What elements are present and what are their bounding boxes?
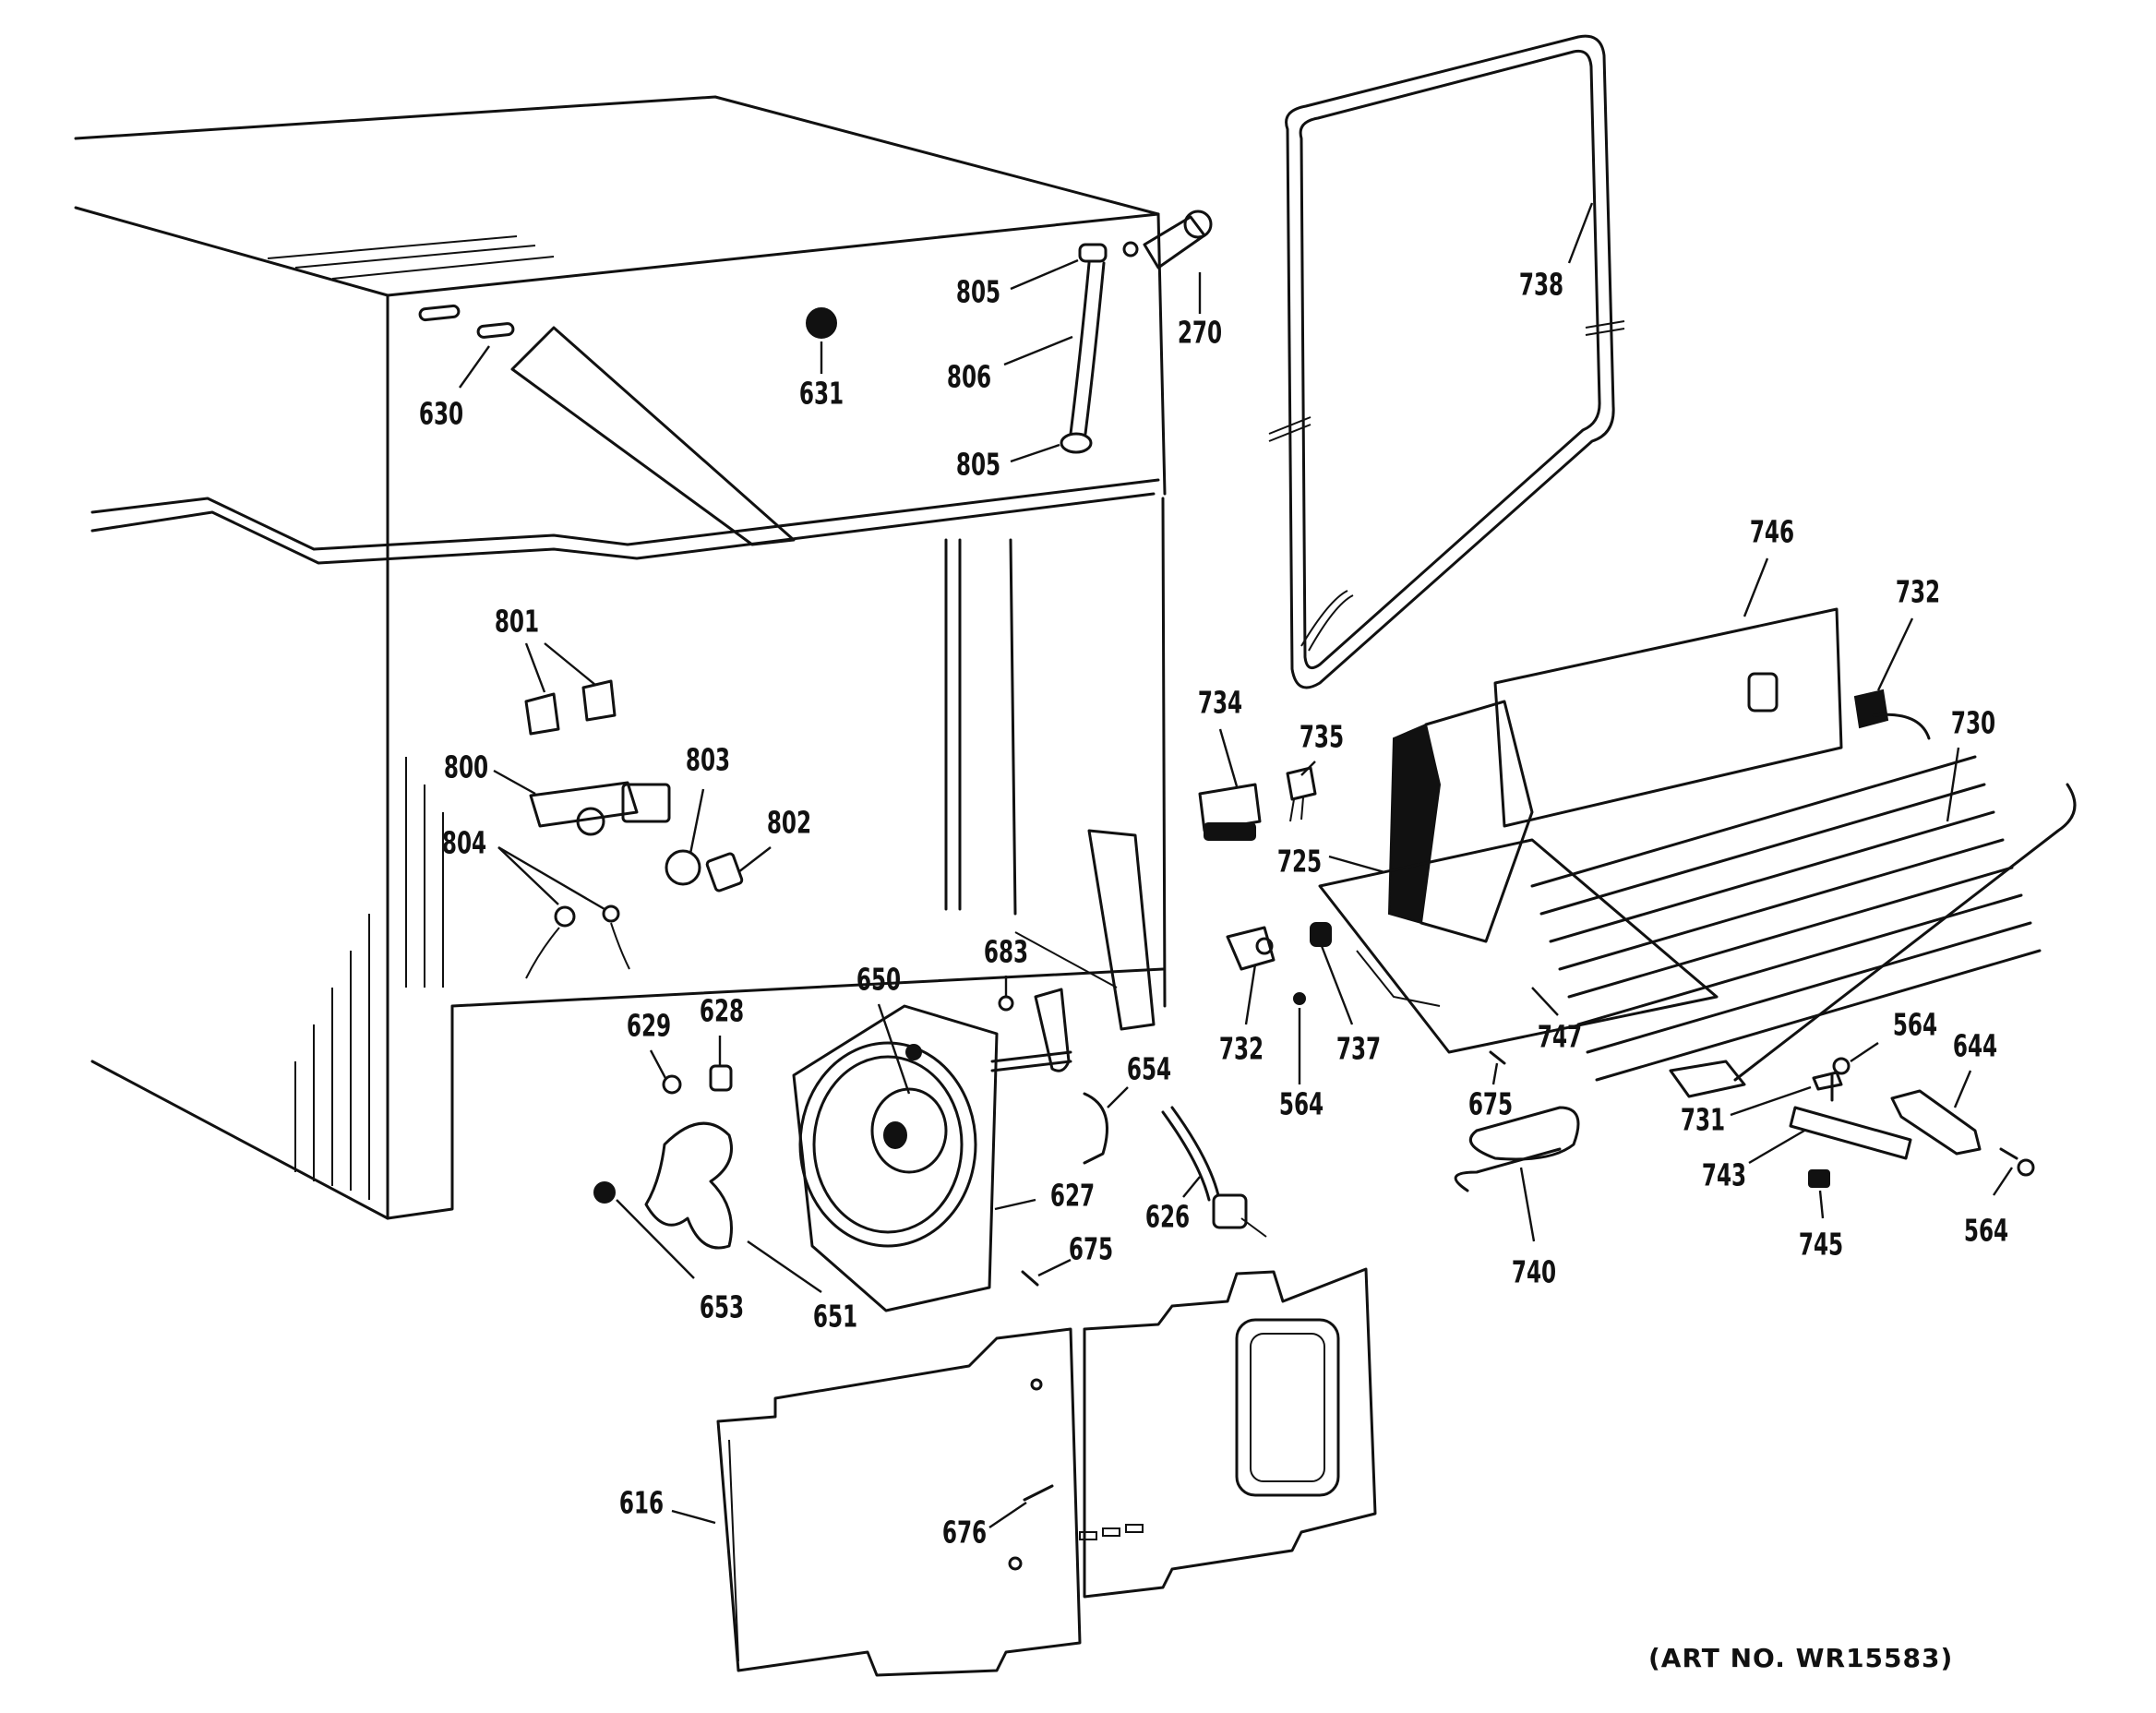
mounting-small-parts	[1789, 1057, 2035, 1188]
art-number-label: (ART NO. WR15583)	[1648, 1643, 1954, 1673]
svg-text:738: 738	[1519, 267, 1563, 302]
svg-text:629: 629	[627, 1008, 671, 1043]
callout-802: 802	[737, 805, 811, 873]
callout-805-bottom: 805	[956, 443, 1060, 482]
callout-738: 738	[1519, 202, 1594, 302]
svg-text:734: 734	[1198, 685, 1242, 720]
compressor-condenser-assembly	[1318, 607, 2077, 1098]
callout-732-bottom: 732	[1219, 964, 1264, 1066]
svg-text:737: 737	[1336, 1031, 1381, 1066]
svg-text:806: 806	[947, 359, 991, 394]
callout-626: 626	[1145, 1176, 1201, 1234]
callout-627: 627	[994, 1178, 1095, 1213]
svg-text:735: 735	[1300, 719, 1344, 754]
svg-text:675: 675	[1468, 1086, 1513, 1121]
svg-text:740: 740	[1512, 1254, 1556, 1289]
refrigerator-cabinet	[74, 95, 1167, 1220]
callout-735: 735	[1300, 719, 1344, 776]
callout-746: 746	[1743, 514, 1794, 617]
svg-text:732: 732	[1219, 1031, 1264, 1066]
svg-text:725: 725	[1277, 844, 1322, 879]
callout-564-right-bottom: 564	[1964, 1167, 2013, 1248]
svg-text:732: 732	[1896, 574, 1940, 609]
access-panels	[716, 1267, 1377, 1677]
callout-725: 725	[1277, 844, 1385, 879]
svg-text:628: 628	[700, 993, 744, 1028]
callout-564-right-top: 564	[1850, 1007, 1937, 1062]
svg-text:747: 747	[1538, 1019, 1582, 1054]
callout-654: 654	[1107, 1051, 1171, 1108]
callout-650: 650	[856, 962, 911, 1095]
svg-text:644: 644	[1953, 1028, 1997, 1063]
svg-text:626: 626	[1145, 1199, 1190, 1234]
callout-747: 747	[1531, 987, 1582, 1054]
svg-text:730: 730	[1951, 705, 1995, 740]
svg-text:746: 746	[1750, 514, 1794, 549]
relay-overload-parts	[1198, 766, 1332, 1005]
callout-732-top: 732	[1876, 574, 1940, 691]
callout-800: 800	[444, 749, 536, 796]
svg-text:800: 800	[444, 749, 488, 785]
svg-text:651: 651	[813, 1299, 857, 1334]
svg-text:653: 653	[700, 1289, 744, 1324]
svg-text:564: 564	[1279, 1086, 1324, 1121]
callout-803: 803	[686, 742, 730, 855]
svg-text:627: 627	[1050, 1178, 1095, 1213]
callout-644: 644	[1953, 1028, 1997, 1108]
callout-675-center: 675	[1037, 1231, 1113, 1277]
condenser-coil	[1530, 755, 2077, 1082]
svg-text:731: 731	[1681, 1102, 1725, 1137]
svg-text:804: 804	[442, 825, 486, 860]
svg-text:743: 743	[1702, 1157, 1746, 1192]
callout-676: 676	[942, 1502, 1027, 1550]
callout-631: 631	[799, 341, 844, 411]
callout-801: 801	[495, 604, 596, 693]
callout-805-top: 805	[956, 258, 1079, 309]
callout-734: 734	[1198, 685, 1242, 787]
svg-text:803: 803	[686, 742, 730, 777]
callout-630: 630	[419, 345, 490, 431]
svg-text:683: 683	[984, 934, 1028, 969]
callout-628: 628	[700, 993, 744, 1066]
hinge-tube-parts	[1060, 210, 1213, 454]
callout-270: 270	[1178, 272, 1222, 350]
callout-683: 683	[984, 934, 1028, 997]
callout-730: 730	[1946, 705, 1995, 822]
callout-labels: 630 631 805 806 805 270 738 801 800 803 …	[419, 202, 2013, 1550]
svg-text:564: 564	[1964, 1213, 2008, 1248]
callout-653: 653	[616, 1199, 744, 1324]
svg-text:676: 676	[942, 1515, 987, 1550]
svg-text:801: 801	[495, 604, 539, 639]
svg-text:564: 564	[1893, 1007, 1937, 1042]
callout-564-center: 564	[1279, 1008, 1324, 1121]
callout-804: 804	[442, 825, 605, 911]
svg-text:616: 616	[619, 1485, 664, 1520]
callout-740: 740	[1512, 1167, 1556, 1289]
svg-text:805: 805	[956, 274, 1000, 309]
callout-616: 616	[619, 1485, 716, 1525]
control-small-parts	[524, 679, 744, 979]
svg-text:675: 675	[1069, 1231, 1113, 1266]
door-gasket	[1268, 34, 1625, 689]
svg-text:745: 745	[1799, 1227, 1843, 1262]
svg-text:631: 631	[799, 376, 844, 411]
callout-745: 745	[1799, 1190, 1843, 1262]
svg-text:630: 630	[419, 396, 463, 431]
svg-text:805: 805	[956, 447, 1000, 482]
svg-text:270: 270	[1178, 315, 1222, 350]
mounting-clip	[1454, 1106, 1580, 1192]
callout-743: 743	[1702, 1129, 1805, 1192]
callout-629: 629	[627, 1008, 671, 1081]
fan-motor-assembly	[593, 988, 1506, 1312]
callout-806: 806	[947, 335, 1073, 394]
callout-737: 737	[1320, 945, 1381, 1066]
svg-text:650: 650	[856, 962, 901, 997]
svg-text:654: 654	[1127, 1051, 1171, 1086]
callout-675-right: 675	[1468, 1062, 1513, 1121]
callout-731: 731	[1681, 1085, 1812, 1137]
svg-text:802: 802	[767, 805, 811, 840]
callout-651: 651	[747, 1240, 857, 1334]
